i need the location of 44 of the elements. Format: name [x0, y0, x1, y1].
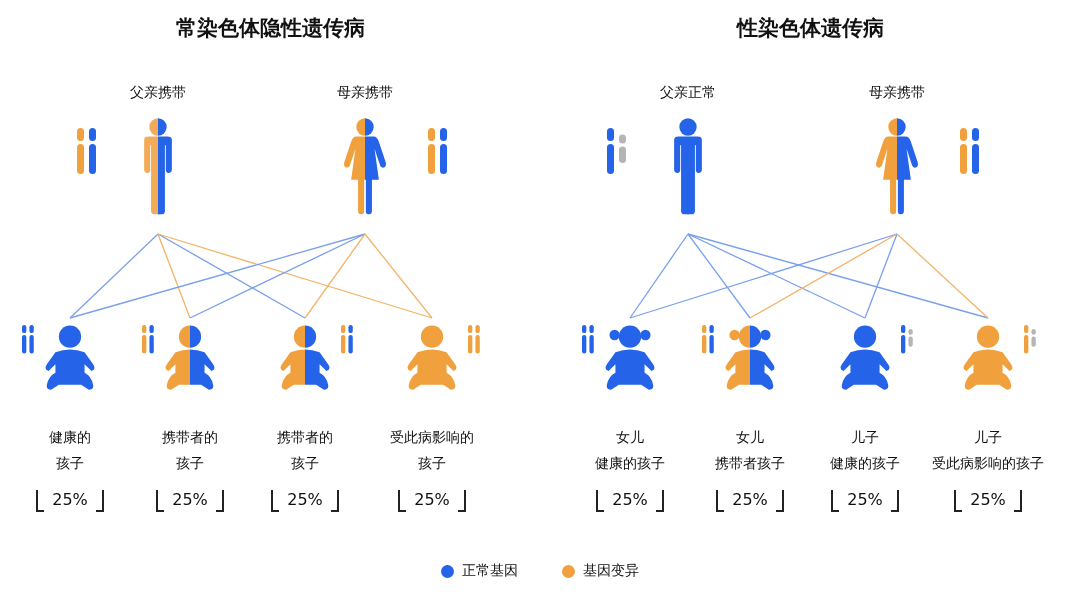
caption-text: 健康的孩子 — [830, 454, 900, 473]
connector-line — [749, 233, 898, 319]
percentage-label: 25% — [171, 489, 209, 511]
caption-text: 健康的孩子 — [595, 454, 665, 473]
figure-label: 母亲携带 — [337, 83, 393, 102]
percentage-label: 25% — [731, 489, 769, 511]
percentage-label: 25% — [846, 489, 884, 511]
figure-label: 母亲携带 — [869, 83, 925, 102]
connector-line — [69, 233, 159, 319]
section-title: 性染色体遗传病 — [736, 15, 884, 42]
caption-text: 携带者的孩子 — [276, 428, 334, 473]
connector-line — [69, 233, 366, 319]
percentage-label: 25% — [51, 489, 89, 511]
caption-text: 儿子 — [974, 428, 1002, 447]
legend-text: 正常基因 — [462, 562, 518, 580]
connector-line — [364, 233, 433, 319]
percentage-label: 25% — [413, 489, 451, 511]
connector-line — [157, 233, 433, 319]
connector-line — [629, 233, 689, 319]
connector-line — [157, 233, 191, 319]
caption-text: 受此病影响的孩子 — [932, 454, 1044, 473]
percentage-label: 25% — [286, 489, 324, 511]
caption-text: 携带者孩子 — [715, 454, 785, 473]
connector-line — [687, 233, 751, 319]
connector-line — [896, 233, 989, 319]
section-title: 常染色体隐性遗传病 — [175, 15, 365, 42]
figure-label: 父亲携带 — [130, 83, 186, 102]
connector-line — [864, 233, 898, 319]
caption-text: 受此病影响的孩子 — [389, 428, 475, 473]
connector-line — [304, 233, 366, 319]
connector-line — [189, 233, 366, 319]
percentage-label: 25% — [969, 489, 1007, 511]
connector-line — [687, 233, 866, 319]
percentage-label: 25% — [611, 489, 649, 511]
caption-text: 健康的孩子 — [48, 428, 92, 473]
connector-line — [157, 233, 306, 319]
connector-line — [629, 233, 898, 319]
legend-text: 基因变异 — [583, 562, 639, 580]
caption-text: 携带者的孩子 — [161, 428, 219, 473]
figure-label: 父亲正常 — [660, 83, 716, 102]
connector-line — [687, 233, 989, 319]
caption-text: 女儿 — [616, 428, 644, 447]
caption-text: 儿子 — [851, 428, 879, 447]
caption-text: 女儿 — [736, 428, 764, 447]
